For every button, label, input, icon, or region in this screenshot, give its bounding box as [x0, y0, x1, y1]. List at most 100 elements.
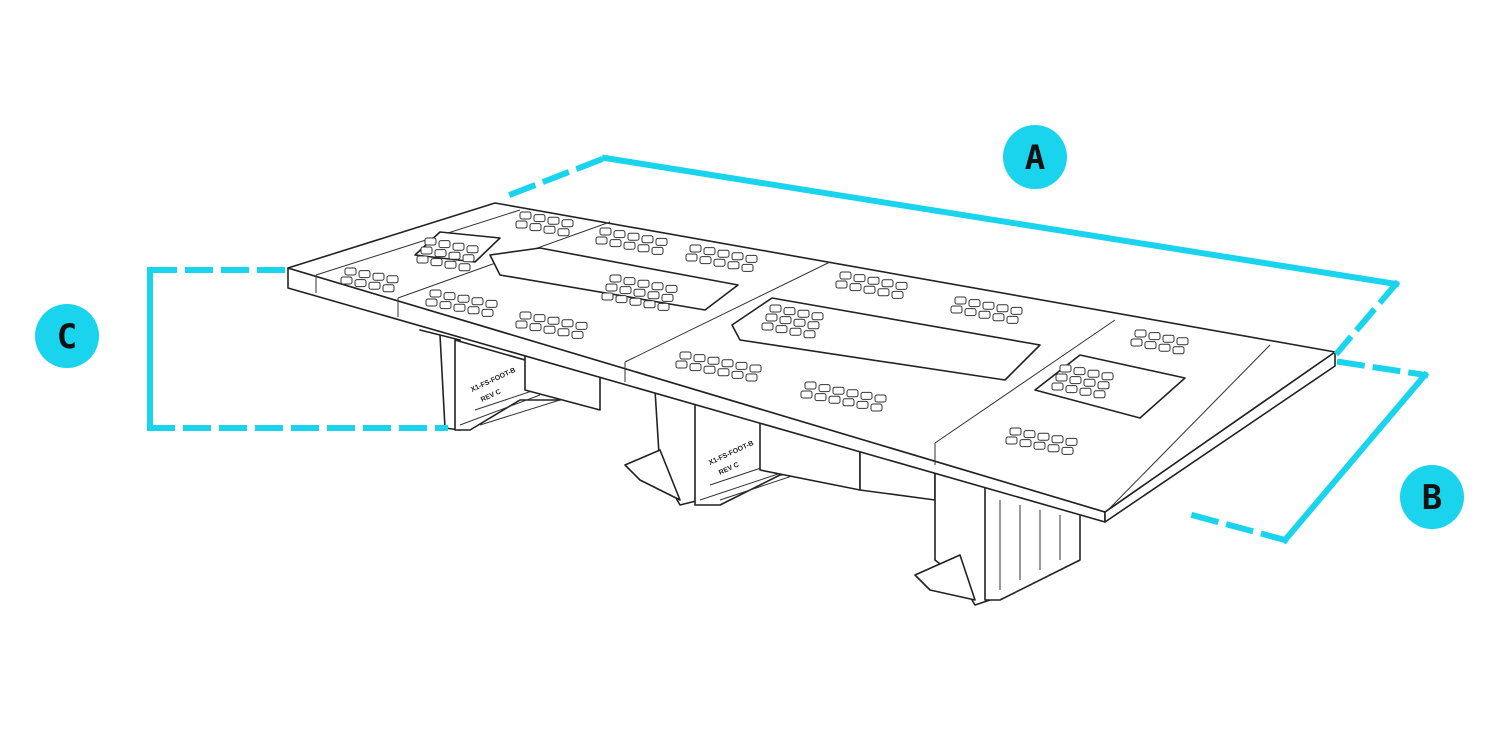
key [1101, 372, 1114, 381]
key [515, 220, 528, 229]
key [519, 211, 532, 220]
key [811, 312, 824, 321]
key [693, 354, 706, 363]
keypad [761, 304, 824, 339]
key [699, 256, 712, 265]
key [561, 319, 574, 328]
key [1009, 427, 1022, 436]
key [443, 292, 456, 301]
key [623, 241, 636, 250]
key [832, 386, 845, 395]
key [685, 253, 698, 262]
key [575, 321, 588, 330]
dimension-b [1188, 358, 1430, 545]
key [735, 361, 748, 370]
key [689, 244, 702, 253]
key [741, 263, 754, 272]
keypad [675, 351, 762, 382]
key [651, 246, 664, 255]
key [992, 313, 1005, 322]
key [761, 322, 774, 331]
key [595, 236, 608, 245]
key [978, 310, 991, 319]
key [1059, 364, 1072, 373]
label-b-text: B [1422, 478, 1442, 518]
dimension-a [508, 154, 1401, 357]
key [731, 370, 744, 379]
key [601, 292, 614, 301]
key [633, 288, 646, 297]
key [804, 381, 817, 390]
key [867, 276, 880, 285]
key [651, 282, 664, 291]
key [874, 394, 887, 403]
key [416, 255, 429, 264]
key [1019, 439, 1032, 448]
key [835, 280, 848, 289]
key [968, 299, 981, 308]
key [643, 300, 656, 309]
table-top [287, 202, 1336, 523]
key [571, 330, 584, 339]
key [1055, 373, 1068, 382]
key [721, 359, 734, 368]
keypad [515, 211, 574, 237]
key [485, 299, 498, 308]
key [1006, 315, 1019, 324]
key [1079, 387, 1092, 396]
key [891, 290, 904, 299]
label-b: B [1400, 465, 1464, 529]
key [749, 364, 762, 373]
key [1172, 346, 1185, 355]
key [1083, 378, 1096, 387]
key [623, 277, 636, 286]
dimension-c [147, 267, 448, 431]
key [599, 227, 612, 236]
key [605, 283, 618, 292]
key [803, 330, 816, 339]
key [471, 297, 484, 306]
key [1033, 441, 1046, 450]
key [1134, 329, 1147, 338]
key [1158, 343, 1171, 352]
key [609, 274, 622, 283]
key [467, 306, 480, 315]
key [529, 323, 542, 332]
key [453, 303, 466, 312]
key [354, 279, 367, 288]
key [793, 318, 806, 327]
key [386, 275, 399, 284]
key [637, 279, 650, 288]
key [457, 294, 470, 303]
key [713, 258, 726, 267]
key [863, 285, 876, 294]
label-a-text: A [1025, 138, 1045, 178]
key [481, 308, 494, 317]
key [466, 245, 479, 254]
key [627, 232, 640, 241]
label-c: C [35, 304, 99, 368]
key [703, 247, 716, 256]
key [1087, 369, 1100, 378]
key [1005, 436, 1018, 445]
keypad [340, 267, 399, 293]
key [856, 400, 869, 409]
keypads [340, 211, 1189, 455]
key [458, 263, 471, 272]
key [800, 390, 813, 399]
key [1047, 444, 1060, 453]
key [557, 228, 570, 237]
key [783, 307, 796, 316]
key [1051, 382, 1064, 391]
label-c-text: C [57, 317, 77, 357]
key [870, 403, 883, 412]
key [547, 216, 560, 225]
key [340, 276, 353, 285]
key [462, 254, 475, 263]
keypad [416, 237, 479, 272]
key [1144, 341, 1157, 350]
key [765, 313, 778, 322]
key [849, 283, 862, 292]
key [839, 271, 852, 280]
